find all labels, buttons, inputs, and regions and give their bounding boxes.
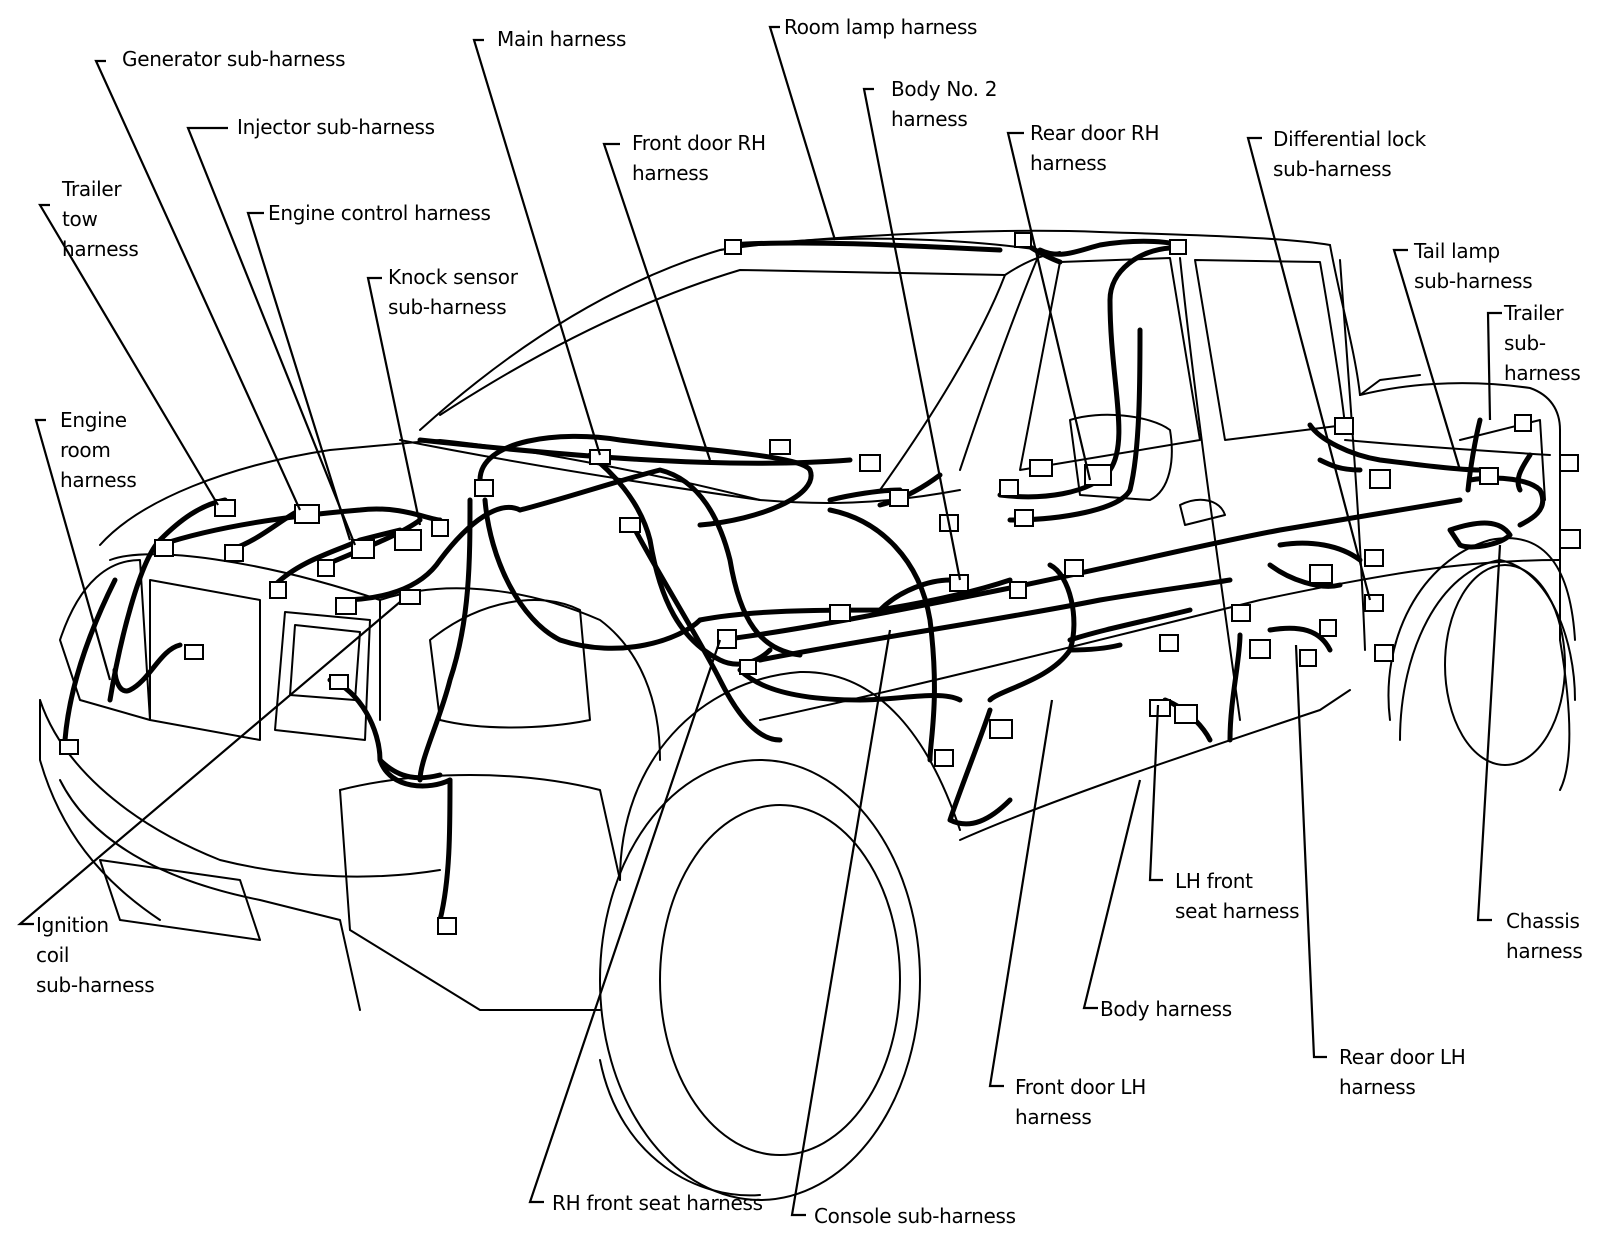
leader-lines <box>17 25 1502 1217</box>
label-console-sub-harness: Console sub-harness <box>814 1204 1016 1228</box>
label-injector-sub-harness: Injector sub-harness <box>237 115 435 139</box>
label-body-harness: Body harness <box>1100 997 1232 1021</box>
harness-wires <box>62 237 1545 923</box>
label-generator-sub-harness: Generator sub-harness <box>122 47 346 71</box>
connectors <box>59 232 1581 935</box>
label-rh-front-seat-harness: RH front seat harness <box>552 1191 763 1215</box>
label-room-lamp-harness: Room lamp harness <box>784 15 978 39</box>
label-main-harness: Main harness <box>497 27 627 51</box>
label-engine-control-harness: Engine control harness <box>268 201 491 225</box>
